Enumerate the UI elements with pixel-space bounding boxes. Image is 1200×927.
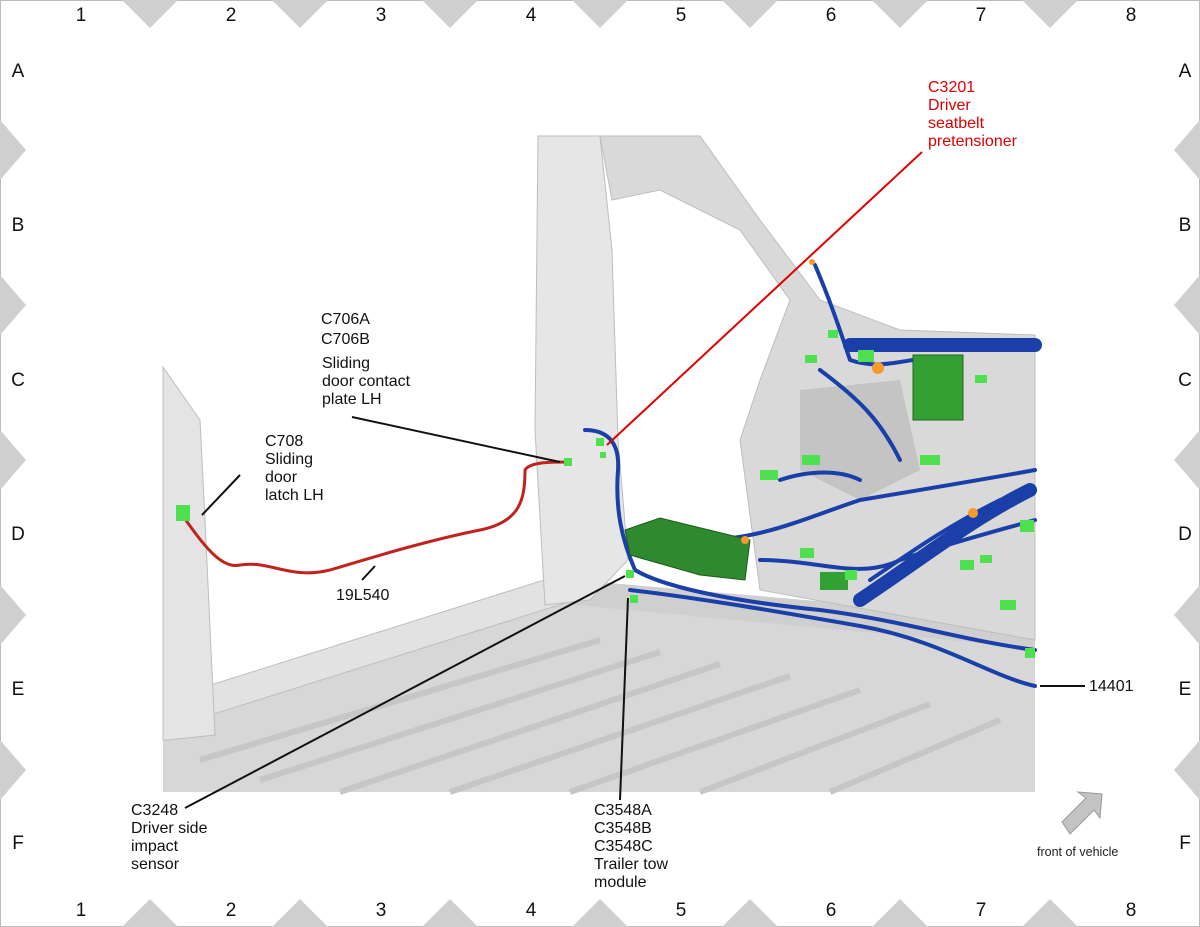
grid-columns-bottom: 1 2 3 4 5 6 7 8 [76,900,1137,921]
upper-body [599,135,1036,641]
front-of-vehicle-label: front of vehicle [1037,845,1118,859]
leader-19l540 [361,565,376,581]
grid-row-b-right: B [1179,215,1192,236]
leader-lines [184,416,1085,809]
b-pillar [534,135,629,606]
green-connectors [176,330,1035,658]
vehicle-body-illustration [162,135,1036,795]
grid-col-4-bottom: 4 [526,900,537,921]
wiring-harness [178,263,1042,688]
grid-col-6-bottom: 6 [826,900,837,921]
grid-col-5-top: 5 [676,5,687,26]
grid-col-2-bottom: 2 [226,900,237,921]
callout-c3201: C3201 Driver seatbelt pretensioner [928,79,1018,150]
grid-row-a-left: A [12,61,25,82]
grid-row-f-left: F [12,833,24,854]
callout-c3548-line-1: C3548A [594,802,652,819]
grid-col-7-top: 7 [976,5,987,26]
harness-19l540 [178,460,570,575]
grid-row-e-right: E [1179,679,1192,700]
grid-row-d-right: D [1178,524,1192,545]
grid-row-c-right: C [1178,370,1192,391]
callout-c3548: C3548A C3548B C3548C Trailer tow module [594,802,669,891]
callout-c706-line-5: plate LH [322,391,382,408]
connectors [176,259,1035,658]
grid-col-8-top: 8 [1126,5,1137,26]
floor-ribs [199,637,1002,795]
callout-c3248-line-3: impact [131,838,179,855]
grid-row-a-right: A [1179,61,1192,82]
callout-c706-line-1: C706A [321,311,370,328]
callout-19l540: 19L540 [336,587,389,604]
callout-c708-line-4: latch LH [265,487,324,504]
trailer-tow-module-body [624,517,751,581]
grid-columns-top: 1 2 3 4 5 6 7 8 [76,5,1137,26]
grid-col-4-top: 4 [526,5,537,26]
leader-c3248 [184,575,626,809]
callout-c706-line-2: C706B [321,331,370,348]
callout-c708: C708 Sliding door latch LH [265,433,324,504]
callout-c706-line-4: door contact [322,373,411,390]
grid-col-2-top: 2 [226,5,237,26]
floor-module-body [820,572,848,590]
grid-col-3-top: 3 [376,5,387,26]
leader-c708 [201,474,241,516]
grid-rows-right: A B C D E F [1178,61,1192,854]
callout-c706-line-3: Sliding [322,355,370,372]
grid-row-c-left: C [11,370,25,391]
grid-col-7-bottom: 7 [976,900,987,921]
grid-rows-left: A B C D E F [11,61,25,854]
callout-c3201-line-4: pretensioner [928,133,1018,150]
callout-c3201-line-1: C3201 [928,79,975,96]
callout-c3248-line-4: sensor [131,856,180,873]
callout-c708-line-2: Sliding [265,451,313,468]
leader-c706 [351,416,561,463]
callout-c3248-line-2: Driver side [131,820,208,837]
callout-c3248-line-1: C3248 [131,802,178,819]
grid-col-1-top: 1 [76,5,87,26]
callout-c706: C706A C706B Sliding door contact plate L… [321,311,411,408]
callout-c708-line-1: C708 [265,433,303,450]
callout-c3201-line-3: seatbelt [928,115,985,132]
front-arrow-icon [1061,791,1103,835]
callout-c708-line-3: door [265,469,298,486]
grid-col-6-top: 6 [826,5,837,26]
leader-c3201 [606,151,923,446]
grid-col-3-bottom: 3 [376,900,387,921]
leader-c3548 [619,597,629,801]
grid-col-5-bottom: 5 [676,900,687,921]
orange-connectors [741,259,978,544]
grid-row-e-left: E [12,679,25,700]
grid-row-f-right: F [1179,833,1191,854]
callout-14401: 14401 [1089,678,1134,695]
seat-mount [800,380,920,500]
callout-c3548-line-2: C3548B [594,820,652,837]
grid-col-1-bottom: 1 [76,900,87,921]
callout-c3548-line-4: Trailer tow [594,856,669,873]
rear-pillar [162,365,216,741]
callout-c3201-line-2: Driver [928,97,971,114]
grid-col-8-bottom: 8 [1126,900,1137,921]
grid-row-d-left: D [11,524,25,545]
floor-trunk [853,483,1037,607]
callout-c3248: C3248 Driver side impact sensor [131,802,208,873]
seat-module-body [912,354,964,421]
callout-c3548-line-3: C3548C [594,838,653,855]
grid-row-b-left: B [12,215,25,236]
callout-c3548-line-5: module [594,874,647,891]
